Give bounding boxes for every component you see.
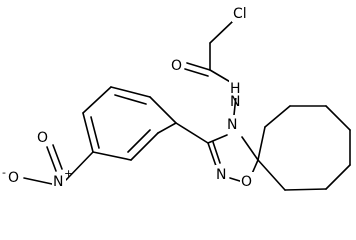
bond-spiro-n4 bbox=[241, 136, 259, 161]
atom-ring-oxygen-1: O bbox=[241, 174, 252, 190]
bond-cl-ch2 bbox=[209, 21, 233, 44]
atom-chlorine: Cl bbox=[233, 6, 247, 22]
molecule-structure: Cl O H N N N O N + O O - bbox=[2, 4, 351, 191]
bond-oct-2 bbox=[284, 188, 327, 191]
bond-ph-1 bbox=[149, 96, 177, 124]
atom-labels: Cl O H N N N O N + O O - bbox=[2, 4, 254, 190]
nitro-oxygen-charge: - bbox=[2, 166, 6, 179]
bond-ph-5 bbox=[92, 151, 132, 161]
bond-oct-1 bbox=[257, 159, 286, 191]
bond-oct-8 bbox=[257, 126, 266, 161]
bond-carbonyl-o-1 bbox=[186, 62, 211, 71]
bond-ph-6 bbox=[130, 132, 159, 161]
bond-oct-3 bbox=[325, 164, 351, 190]
bond-ph-4-inner bbox=[90, 116, 100, 149]
bond-ph-2-inner bbox=[114, 94, 147, 105]
atom-ring-nitrogen-4: N bbox=[227, 117, 237, 133]
bond-nitro-o-top bbox=[46, 146, 57, 172]
bond-nh-n4 bbox=[233, 95, 237, 116]
bond-ph-6-inner bbox=[127, 129, 151, 153]
bond-carbonyl-nh bbox=[209, 69, 233, 84]
nitro-group bbox=[23, 144, 94, 185]
bond-carbonyl-o-2 bbox=[184, 68, 209, 77]
bond-ring-nitro bbox=[65, 151, 94, 181]
atom-amide-hydrogen: H bbox=[230, 81, 241, 97]
atom-nitro-nitrogen: N bbox=[53, 174, 63, 190]
bond-ph-2 bbox=[110, 86, 151, 98]
atom-nitro-oxygen-top: O bbox=[37, 130, 48, 146]
bond-nitro-o-left bbox=[23, 177, 53, 185]
bond-n4-c3 bbox=[207, 134, 228, 144]
atom-ring-nitrogen-2: N bbox=[216, 167, 226, 183]
bond-c3-aryl bbox=[175, 122, 209, 144]
atom-amide-nitrogen: N bbox=[230, 94, 240, 110]
nitro-nitrogen-charge: + bbox=[64, 167, 73, 180]
atom-carbonyl-oxygen: O bbox=[171, 58, 182, 74]
nitrophenyl-ring bbox=[82, 86, 209, 161]
bond-oct-7 bbox=[264, 105, 291, 128]
bond-ph-4 bbox=[82, 112, 94, 153]
bond-c3-n2-double-a bbox=[207, 142, 217, 167]
bond-ph-3 bbox=[82, 86, 112, 114]
bond-nitro-o-top-2 bbox=[52, 144, 63, 170]
cyclooctane-ring bbox=[257, 105, 351, 191]
atom-nitro-oxygen-left: O bbox=[8, 170, 19, 186]
bond-oct-5 bbox=[325, 105, 351, 131]
bond-c3-n2-double-b bbox=[212, 141, 221, 164]
chloroacetyl-group bbox=[184, 21, 237, 116]
bond-ph-link bbox=[157, 122, 177, 134]
